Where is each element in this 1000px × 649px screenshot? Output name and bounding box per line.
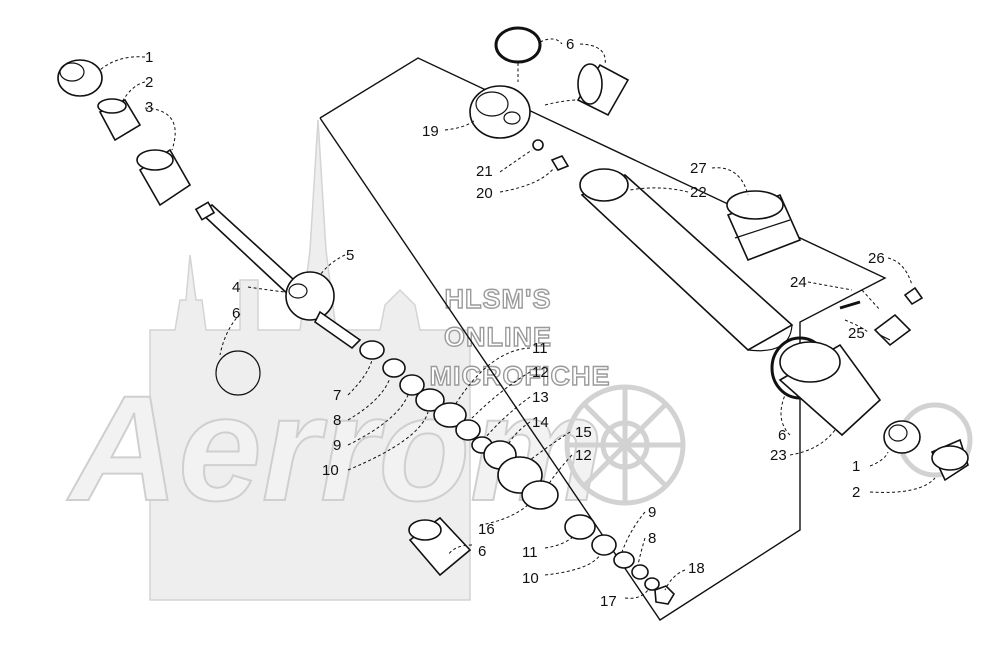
part-3-bearing (136, 148, 192, 207)
part-2-sleeve-right (930, 438, 969, 482)
part-23-end-cap (778, 341, 882, 437)
callout-4: 4 (232, 279, 240, 296)
callout-16: 16 (478, 521, 495, 538)
callout-22: 22 (690, 184, 707, 201)
callout-6-rod: 6 (232, 305, 240, 322)
cylinder-assembly-outline (319, 57, 887, 621)
callout-9-bottom: 9 (648, 504, 656, 521)
callout-19: 19 (422, 123, 439, 140)
part-18-nut (654, 585, 676, 605)
part-5-rod-eye (285, 271, 362, 350)
callout-14: 14 (532, 414, 549, 431)
callout-12-mid: 12 (575, 447, 592, 464)
callout-10-left: 10 (322, 462, 339, 479)
part-12-shim-mid (521, 480, 559, 510)
callout-5: 5 (346, 247, 354, 264)
watermark-line-2: ONLINE (444, 322, 552, 352)
part-2-sleeve-top (97, 98, 142, 142)
part-6-o-ring-rod (215, 350, 261, 396)
part-11-shim-bottom (564, 514, 596, 540)
watermark-line-1: HLSM'S (445, 284, 552, 314)
part-24-valve-fitting (873, 313, 912, 347)
callout-17: 17 (600, 593, 617, 610)
part-6-bushing-bottom (408, 516, 472, 577)
part-19-reservoir-cap (469, 85, 531, 139)
part-6-seal-top (576, 63, 630, 117)
part-8-washer (382, 358, 406, 378)
callout-27: 27 (690, 160, 707, 177)
callout-1-top: 1 (145, 49, 153, 66)
callout-25: 25 (848, 325, 865, 342)
part-20-valve (550, 155, 570, 171)
callout-11-top: 11 (532, 340, 548, 357)
leader-lines (99, 38, 936, 599)
part-17-washer (644, 577, 660, 591)
callout-18: 18 (688, 560, 705, 577)
callout-20: 20 (476, 185, 493, 202)
part-7-washer (359, 340, 385, 360)
part-9-shim (399, 374, 425, 396)
rod-stack (359, 340, 676, 605)
callout-11-bottom: 11 (522, 544, 538, 561)
part-9-shim-bottom (613, 551, 635, 569)
callout-2-right: 2 (852, 484, 860, 501)
callout-7: 7 (333, 387, 341, 404)
callout-26: 26 (868, 250, 885, 267)
part-1-bushing-right (883, 420, 921, 454)
part-27-sleeve (726, 190, 802, 262)
callout-13: 13 (532, 389, 549, 406)
part-26-valve-cap (903, 286, 924, 306)
callout-6-right: 6 (778, 427, 786, 444)
part-11-shim (433, 402, 467, 428)
part-10-shim (415, 388, 445, 412)
part-22-cylinder-body (579, 168, 794, 352)
callout-15: 15 (575, 424, 592, 441)
callout-6-bottom: 6 (478, 543, 486, 560)
callout-1-right: 1 (852, 458, 860, 475)
callout-2-top: 2 (145, 74, 153, 91)
watermark-wheel (564, 384, 973, 506)
part-1-bushing-top (57, 59, 103, 97)
part-6-o-ring-top (494, 26, 542, 64)
callout-9-left: 9 (333, 437, 341, 454)
watermark-line-3: MICROFICHE (430, 361, 611, 391)
part-8-washer-bottom (631, 564, 649, 580)
callout-12-top: 12 (532, 364, 549, 381)
callout-23: 23 (770, 447, 787, 464)
callout-6-top: 6 (566, 36, 574, 53)
callouts: 1 2 3 4 5 6 7 8 9 10 11 12 13 14 15 12 1… (145, 36, 885, 610)
callout-8-bottom: 8 (648, 530, 656, 547)
part-10-shim-bottom (591, 534, 617, 556)
callout-24: 24 (790, 274, 807, 291)
callout-8-left: 8 (333, 412, 341, 429)
part-25-o-ring (839, 300, 861, 310)
callout-21: 21 (476, 163, 493, 180)
callout-3: 3 (145, 99, 153, 116)
part-21-o-ring (532, 139, 544, 151)
callout-10-bottom: 10 (522, 570, 539, 587)
part-12-shim (455, 419, 481, 441)
